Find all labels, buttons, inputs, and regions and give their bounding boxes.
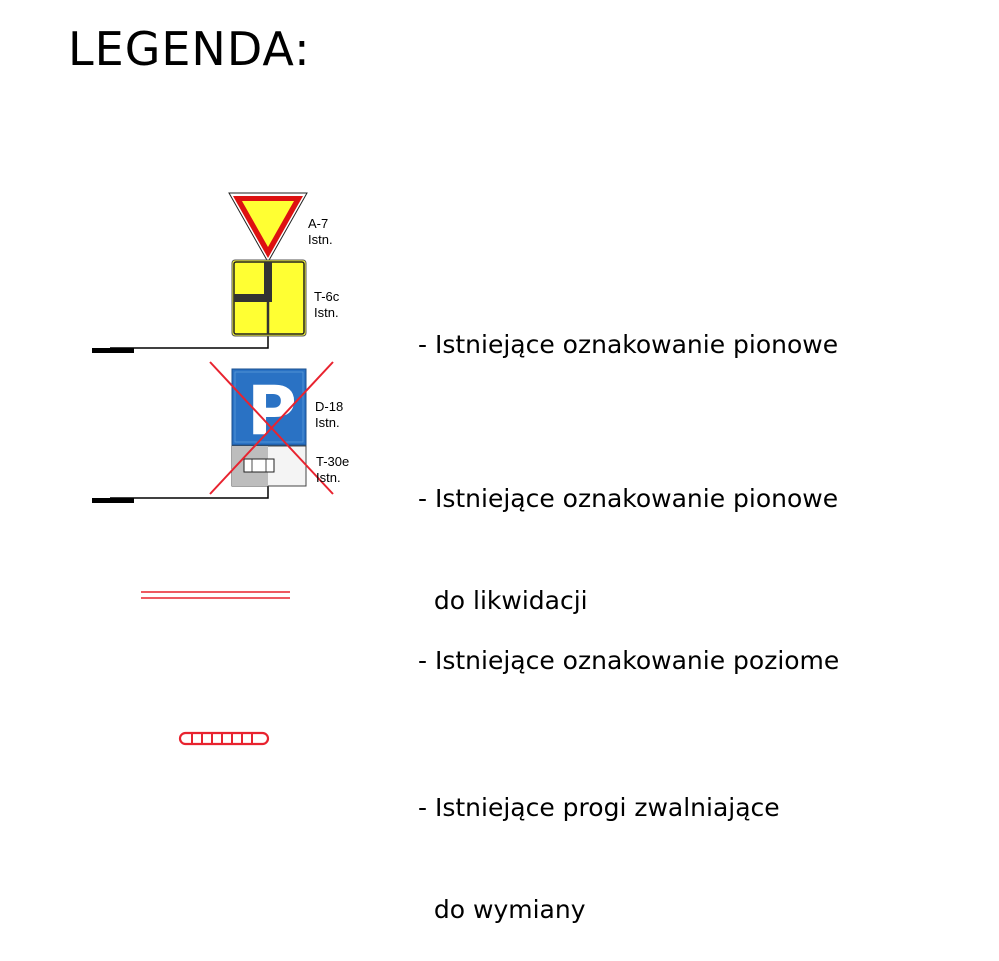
sign-d18-code: D-18 <box>315 399 343 414</box>
legend-item-speed-bumps: - Istniejące progi zwalniające do wymian… <box>418 723 780 961</box>
legend-item-line2: do likwidacji <box>418 586 588 615</box>
legend-graphics: A-7 Istn. T-6c Istn. P D-18 Istn. T-30 <box>92 192 349 746</box>
legend-item-existing-vertical: - Istniejące oznakowanie pionowe <box>418 260 838 396</box>
legend-item-horizontal: - Istniejące oznakowanie poziome <box>418 576 839 712</box>
legend-item-line1: - Istniejące oznakowanie poziome <box>418 646 840 675</box>
sign-t30e-code: T-30e <box>316 454 349 469</box>
horizontal-marking-icon <box>141 591 290 599</box>
legend-item-vertical-removal: - Istniejące oznakowanie pionowe do likw… <box>418 414 838 652</box>
sign-group-removal: P D-18 Istn. T-30e Istn. <box>92 361 349 503</box>
legend-title: LEGENDA: <box>68 22 311 76</box>
sign-d18-status: Istn. <box>315 415 340 430</box>
sign-t30e-status: Istn. <box>316 470 341 485</box>
legend-item-line2: do wymiany <box>418 895 586 924</box>
legend-item-line1: - Istniejące progi zwalniające <box>418 793 780 822</box>
sign-base-icon <box>92 498 134 503</box>
sign-pole-line <box>110 486 269 499</box>
sign-t6c-code: T-6c <box>314 289 340 304</box>
parking-sign-icon: P <box>231 368 307 451</box>
priority-road-shape-plate-icon <box>231 259 307 337</box>
sign-t6c-status: Istn. <box>314 305 339 320</box>
legend-item-line1: - Istniejące oznakowanie pionowe <box>418 484 839 513</box>
removal-cross-icon <box>209 361 334 495</box>
speed-bump-icon <box>178 731 270 746</box>
sign-a7-status: Istn. <box>308 232 333 247</box>
sign-group-existing: A-7 Istn. T-6c Istn. <box>92 192 340 353</box>
sign-base-icon <box>92 348 134 353</box>
sign-a7-code: A-7 <box>308 216 328 231</box>
parking-letter: P <box>247 372 297 451</box>
yield-sign-icon <box>228 192 308 264</box>
legend-item-line1: - Istniejące oznakowanie pionowe <box>418 330 839 359</box>
